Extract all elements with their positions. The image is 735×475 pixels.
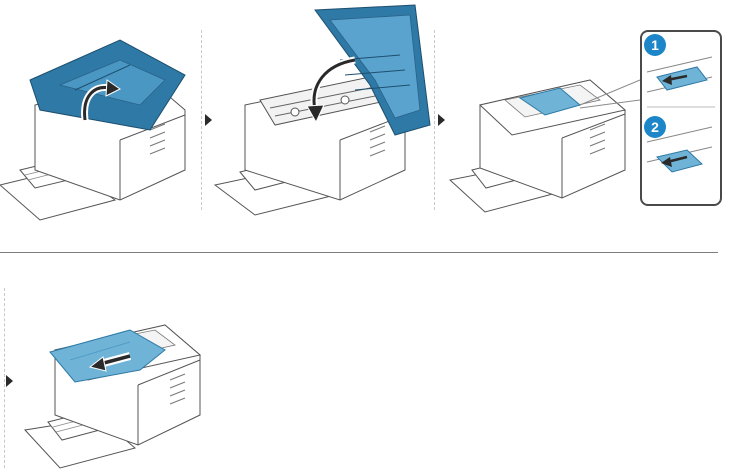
dashed-divider — [434, 30, 435, 210]
step-triangle-icon — [438, 114, 445, 126]
pull-left-arrow-icon — [662, 74, 688, 85]
step-badge-2: 2 — [644, 116, 666, 138]
step-panel-pull-paper — [20, 290, 220, 475]
step-badge-1: 1 — [644, 34, 666, 56]
printer-illustration-inner-open — [213, 4, 431, 216]
dashed-divider — [4, 288, 5, 468]
dashed-divider — [201, 30, 202, 210]
step-triangle-icon — [205, 114, 212, 126]
pull-left-arrow-icon — [88, 352, 132, 372]
pull-left-arrow-icon — [661, 155, 688, 167]
detail-callout: 1 2 — [640, 30, 722, 206]
printer-illustration-pull-paper — [24, 324, 202, 469]
rotate-up-arrow-icon — [81, 79, 121, 121]
step-triangle-icon — [6, 375, 13, 387]
step-panel-remove-paper — [448, 40, 650, 220]
callout-illustrations — [646, 56, 715, 173]
printer-illustration-output — [448, 79, 641, 213]
printer-illustration-cover-open — [0, 39, 186, 221]
rotate-down-arrow-icon — [306, 56, 356, 124]
section-divider — [0, 252, 718, 253]
step-panel-open-inner-cover — [213, 0, 431, 220]
step-panel-open-cover — [0, 20, 200, 221]
